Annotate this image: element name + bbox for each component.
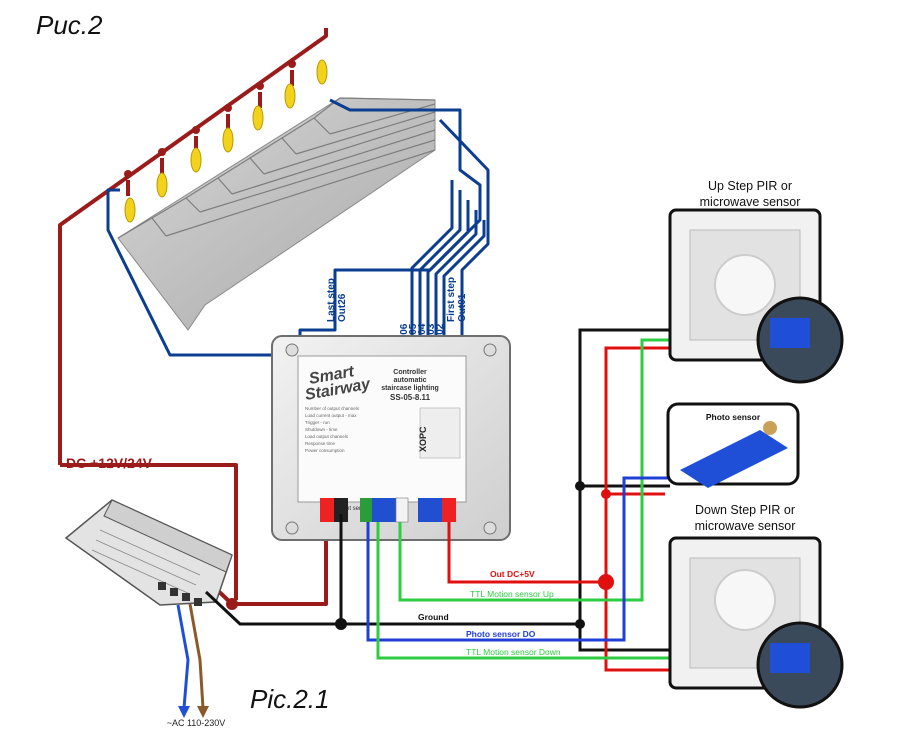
ground-junction-2 bbox=[575, 619, 585, 629]
spec-line: Load output channels bbox=[305, 434, 349, 439]
spec-line: Trigger - run bbox=[305, 420, 330, 425]
ttl-up-wire bbox=[398, 338, 680, 602]
ac-wires bbox=[176, 603, 205, 709]
spec-line: Response time bbox=[305, 441, 336, 446]
controller-title-3: staircase lighting bbox=[381, 385, 439, 392]
terminal-gnd bbox=[334, 498, 348, 522]
terminal-aux-2 bbox=[430, 498, 442, 522]
spec-line: Power consumption bbox=[305, 448, 345, 453]
photo-sensor-label: Photo sensor bbox=[706, 412, 761, 422]
spec-line: Shutdown - time bbox=[305, 427, 338, 432]
up-sensor-label-2: microwave sensor bbox=[700, 195, 801, 209]
ac-arrow-l bbox=[178, 706, 190, 718]
staircase bbox=[117, 97, 436, 331]
terminal-motion-up bbox=[360, 498, 372, 522]
controller-title-2: automatic bbox=[393, 377, 426, 384]
output-bus-wires bbox=[106, 98, 490, 357]
sub-figure-title: Pic.2.1 bbox=[250, 684, 330, 714]
terminal-photo-2 bbox=[384, 498, 396, 522]
terminal-aux bbox=[418, 498, 430, 522]
photo-sensor bbox=[666, 402, 800, 488]
controller-title-1: Controller bbox=[393, 369, 427, 376]
down-sensor bbox=[668, 536, 844, 709]
terminal-motion-down bbox=[395, 497, 409, 523]
ground-junction-3 bbox=[575, 481, 585, 491]
label-last-step: Last step bbox=[326, 278, 337, 322]
photo-do-wire bbox=[366, 476, 668, 642]
supply-label: DC +12V/24V bbox=[66, 455, 153, 471]
ground-junction bbox=[335, 618, 347, 630]
light-sensor-label: light sensor bbox=[340, 506, 371, 512]
label-first-step: First step bbox=[446, 277, 457, 322]
ac-arrow-n bbox=[197, 706, 209, 718]
wire-label-ttl-down: TTL Motion sensor Down bbox=[466, 647, 561, 657]
spec-line: Number of output channels bbox=[305, 406, 360, 411]
down-sensor-label-1: Down Step PIR or bbox=[695, 503, 795, 517]
up-sensor-label-1: Up Step PIR or bbox=[708, 179, 792, 193]
down-sensor-label-2: microwave sensor bbox=[695, 519, 796, 533]
label-out26: Out26 bbox=[337, 293, 348, 322]
spec-line: Load current output - max bbox=[305, 413, 357, 418]
controller: Smart Stairway Controller automatic stai… bbox=[271, 335, 511, 541]
terminal-dc-power bbox=[320, 498, 334, 522]
led-lamps bbox=[124, 59, 328, 223]
terminal-photo bbox=[372, 498, 384, 522]
ttl-down-wire bbox=[376, 522, 680, 660]
wire-label-dc5v: Out DC+5V bbox=[490, 569, 535, 579]
up-sensor bbox=[668, 208, 844, 384]
dc5v-wire bbox=[447, 346, 680, 672]
dc5v-junction bbox=[598, 574, 614, 590]
wire-label-photo-do: Photo sensor DO bbox=[466, 629, 536, 639]
controller-mark: XOPC bbox=[418, 426, 428, 452]
wire-label-ttl-up: TTL Motion sensor Up bbox=[470, 589, 554, 599]
dc5v-junction-2 bbox=[601, 489, 611, 499]
wire-label-ground: Ground bbox=[418, 612, 449, 622]
label-out01: Out01 bbox=[457, 293, 468, 322]
ac-label: ~AC 110-230V bbox=[167, 718, 226, 728]
terminal-dc5v bbox=[442, 498, 456, 522]
controller-model: SS-05-8.11 bbox=[390, 393, 431, 402]
power-supply bbox=[64, 499, 233, 606]
figure-title: Рис.2 bbox=[36, 10, 103, 40]
dc-junctions bbox=[124, 60, 296, 610]
